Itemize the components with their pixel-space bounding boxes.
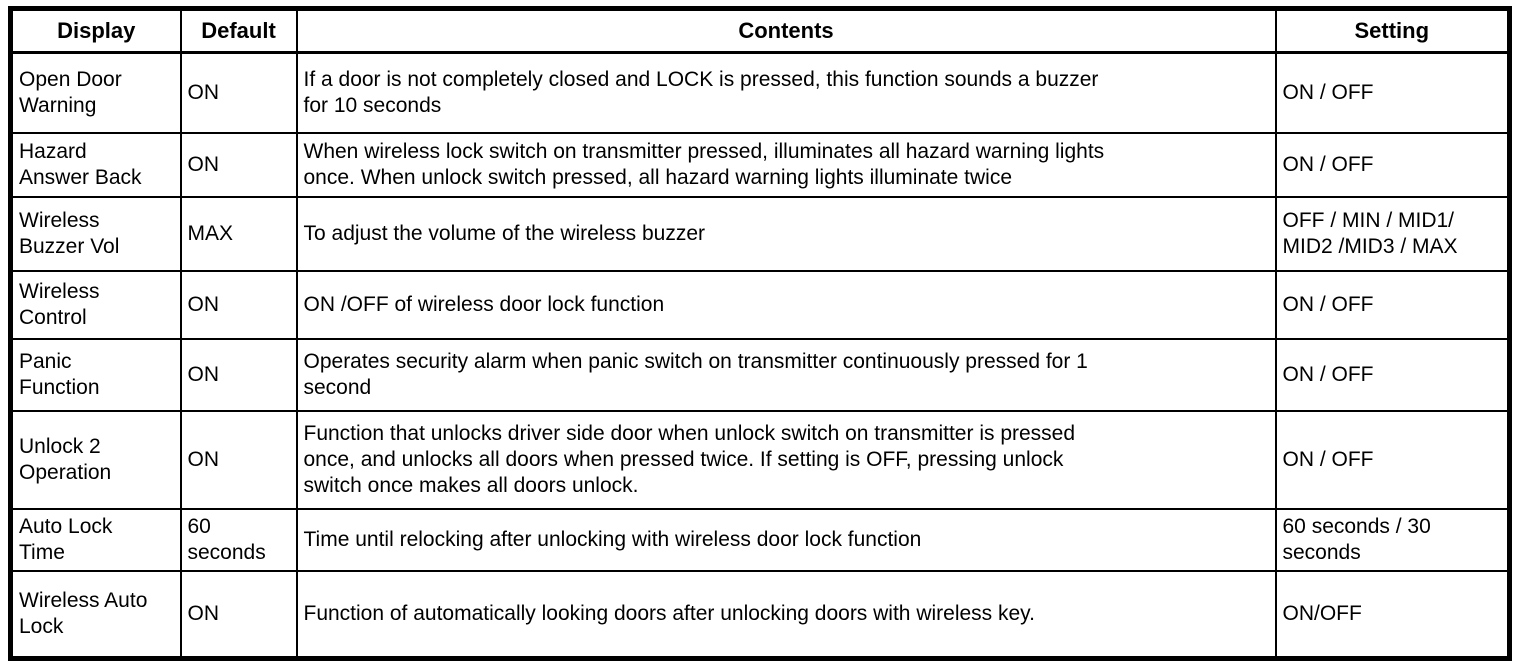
cell-display: Panic Function <box>9 337 182 412</box>
cell-display: Open Door Warning <box>9 51 182 134</box>
settings-table: Display Default Contents Setting Open Do… <box>8 6 1512 661</box>
header-row: Display Default Contents Setting <box>9 7 1511 54</box>
column-header-contents: Contents <box>295 7 1277 54</box>
column-header-default: Default <box>179 7 298 54</box>
cell-contents: If a door is not completely closed and L… <box>295 51 1277 134</box>
cell-default: ON <box>179 569 298 660</box>
cell-default: ON <box>179 51 298 134</box>
cell-setting: ON / OFF <box>1274 51 1511 134</box>
cell-setting: ON/OFF <box>1274 569 1511 660</box>
cell-display: Auto Lock Time <box>9 507 182 572</box>
table-row: Panic Function ON Operates security alar… <box>9 337 1511 412</box>
table-row: Auto Lock Time 60 seconds Time until rel… <box>9 507 1511 572</box>
cell-setting: ON / OFF <box>1274 131 1511 198</box>
cell-contents: To adjust the volume of the wireless buz… <box>295 195 1277 272</box>
table-row: Hazard Answer Back ON When wireless lock… <box>9 131 1511 198</box>
cell-default: ON <box>179 337 298 412</box>
cell-setting: ON / OFF <box>1274 409 1511 510</box>
table-row: Wireless Control ON ON /OFF of wireless … <box>9 269 1511 340</box>
table-row: Wireless Buzzer Vol MAX To adjust the vo… <box>9 195 1511 272</box>
cell-default: MAX <box>179 195 298 272</box>
cell-contents: ON /OFF of wireless door lock function <box>295 269 1277 340</box>
column-header-setting: Setting <box>1274 7 1511 54</box>
cell-contents: Operates security alarm when panic switc… <box>295 337 1277 412</box>
cell-contents: Time until relocking after unlocking wit… <box>295 507 1277 572</box>
cell-default: ON <box>179 409 298 510</box>
cell-display: Wireless Auto Lock <box>9 569 182 660</box>
cell-display: Wireless Control <box>9 269 182 340</box>
cell-display: Wireless Buzzer Vol <box>9 195 182 272</box>
column-header-display: Display <box>9 7 182 54</box>
cell-contents: Function of automatically looking doors … <box>295 569 1277 660</box>
table-row: Unlock 2 Operation ON Function that unlo… <box>9 409 1511 510</box>
cell-setting: 60 seconds / 30 seconds <box>1274 507 1511 572</box>
cell-setting: ON / OFF <box>1274 269 1511 340</box>
table-row: Open Door Warning ON If a door is not co… <box>9 51 1511 134</box>
cell-contents: Function that unlocks driver side door w… <box>295 409 1277 510</box>
cell-display: Unlock 2 Operation <box>9 409 182 510</box>
cell-default: ON <box>179 269 298 340</box>
cell-display: Hazard Answer Back <box>9 131 182 198</box>
cell-default: 60 seconds <box>179 507 298 572</box>
cell-default: ON <box>179 131 298 198</box>
table-row: Wireless Auto Lock ON Function of automa… <box>9 569 1511 660</box>
cell-contents: When wireless lock switch on transmitter… <box>295 131 1277 198</box>
cell-setting: OFF / MIN / MID1/ MID2 /MID3 / MAX <box>1274 195 1511 272</box>
cell-setting: ON / OFF <box>1274 337 1511 412</box>
